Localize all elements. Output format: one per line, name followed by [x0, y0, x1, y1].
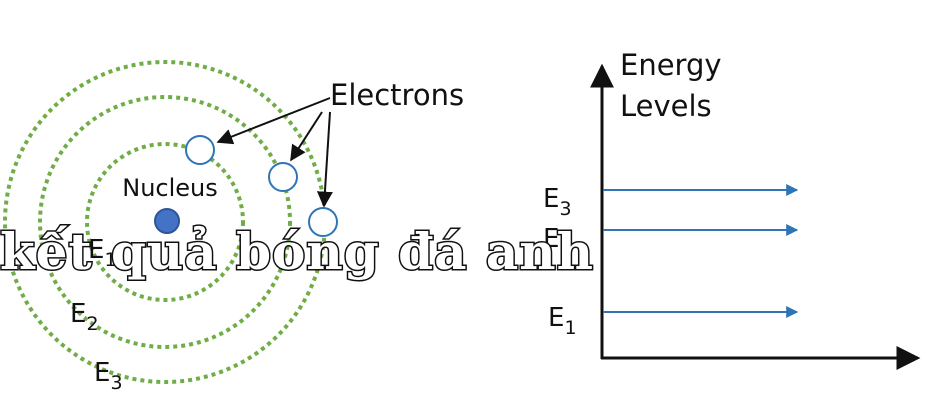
electrons-label: Electrons — [330, 78, 464, 112]
overlay-text: kết quả bóng đá anh — [0, 221, 594, 283]
axis-label-line2: Levels — [620, 89, 712, 123]
orbit-label-e3: E3 — [94, 358, 123, 394]
electron-3 — [308, 207, 338, 237]
electron-1 — [185, 135, 215, 165]
energy-level-diagram: Energy Levels E3 E2 E1 — [543, 48, 921, 370]
orbit-label-e2: E2 — [70, 299, 99, 335]
nucleus-label: Nucleus — [122, 174, 218, 202]
atom-model: Nucleus Electrons E1 E2 E3 — [3, 60, 464, 394]
level-label-e3: E3 — [543, 184, 572, 220]
electron-pointer-2 — [290, 111, 323, 162]
level-label-e1: E1 — [548, 303, 577, 339]
orbit-label-e1: E1 — [88, 235, 117, 271]
orbit-e2 — [38, 95, 292, 349]
electron-2 — [268, 162, 298, 192]
axis-label-line1: Energy — [620, 48, 722, 82]
electron-pointer-3 — [316, 111, 333, 208]
electron-pointer-1 — [216, 97, 331, 145]
orbit-e1 — [85, 142, 245, 302]
nucleus — [154, 208, 180, 234]
level-label-e2: E2 — [543, 224, 572, 260]
